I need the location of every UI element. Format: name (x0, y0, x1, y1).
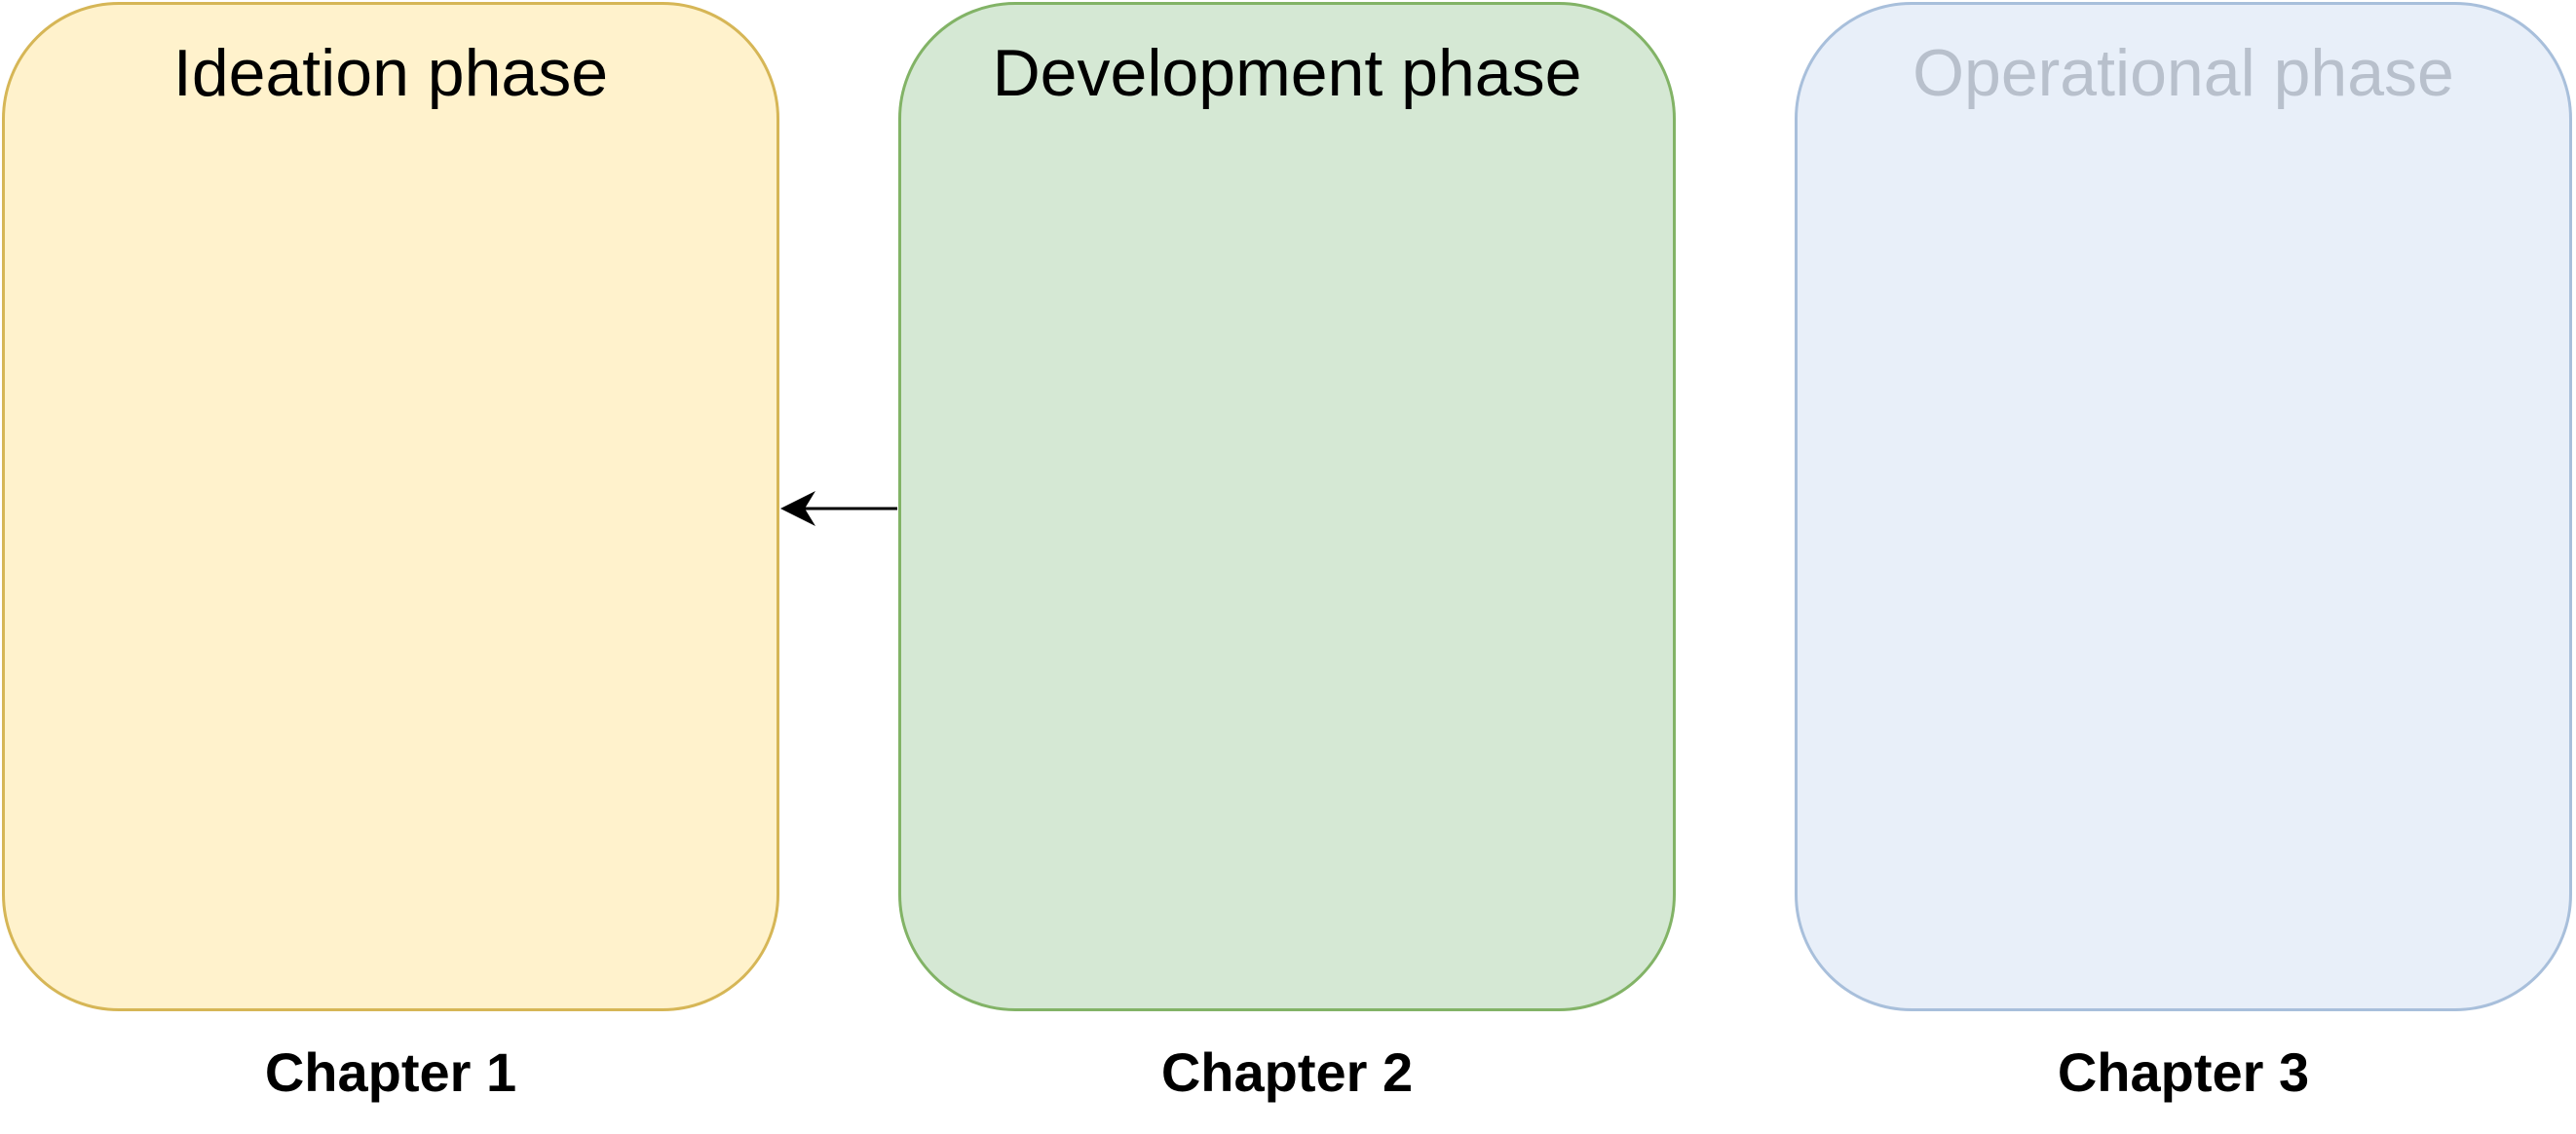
chapter-label-3: Chapter 3 (2057, 1041, 2310, 1103)
phase-box-operational[interactable]: Operational phase (1795, 2, 2572, 1011)
phase-title-operational: Operational phase (1913, 36, 2454, 110)
phase-box-development[interactable]: Development phase (898, 2, 1676, 1011)
chapter-label-2: Chapter 2 (1160, 1041, 1414, 1103)
chapter-label-1: Chapter 1 (264, 1041, 517, 1103)
arrowhead-icon (780, 491, 815, 526)
phase-title-ideation: Ideation phase (172, 36, 609, 110)
phase-box-ideation[interactable]: Ideation phase (2, 2, 779, 1011)
phase-title-development: Development phase (992, 36, 1582, 110)
